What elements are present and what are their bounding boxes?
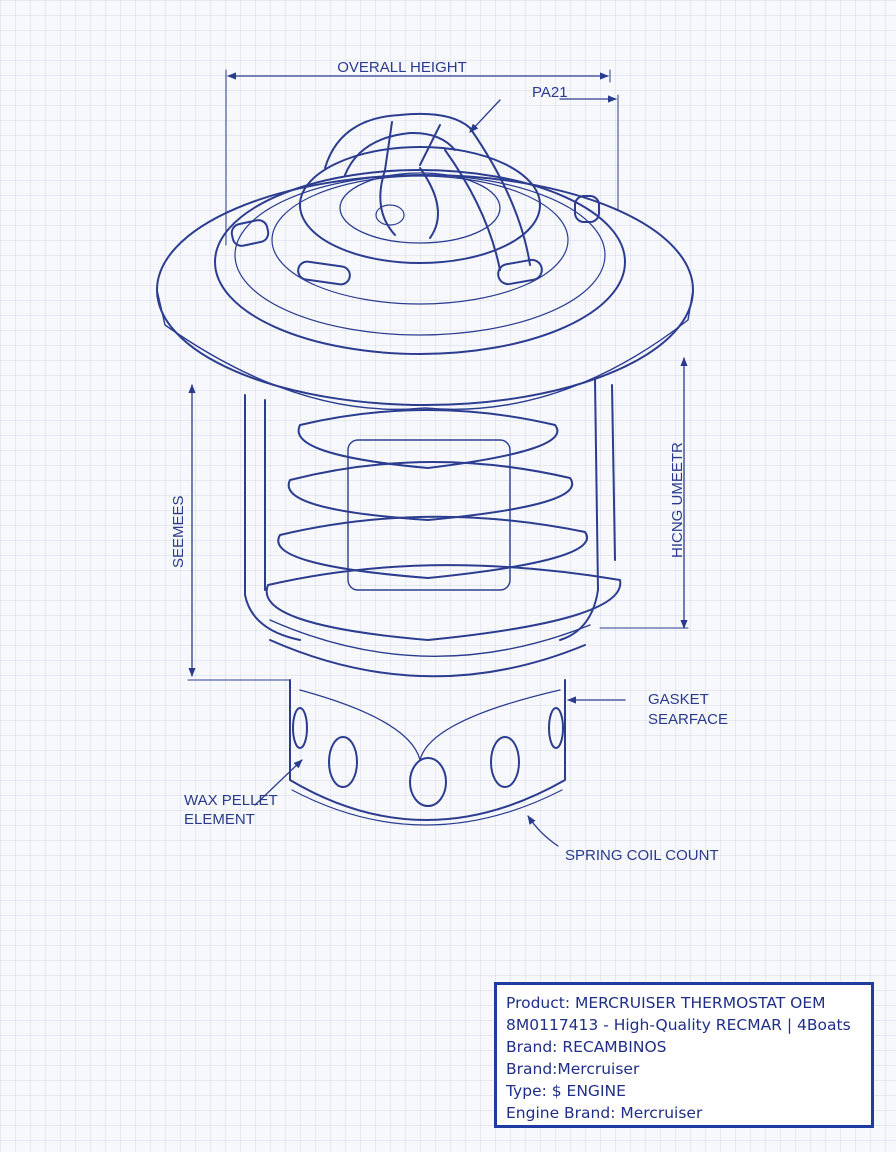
spring-cage (244, 379, 622, 678)
gasket-label-line1: GASKET (648, 691, 709, 708)
product-info-box: Product: MERCRUISER THERMOSTAT OEM 8M011… (494, 982, 874, 1128)
left-dimension-label: SEEMEES (170, 495, 187, 568)
product-info-line-part-number: 8M0117413 - High-Quality RECMAR | 4Boats (506, 1016, 851, 1034)
wax-pellet-label-line1: WAX PELLET (184, 792, 278, 809)
thermostat-flange (156, 146, 694, 411)
product-info-line-engine-brand: Engine Brand: Mercruiser (506, 1104, 703, 1122)
wax-pellet-label-line2: ELEMENT (184, 811, 255, 828)
thermostat-sleeve (289, 679, 566, 826)
gasket-label-line2: SEARFACE (648, 711, 728, 728)
product-info-line-brand-2: Brand:Mercruiser (506, 1060, 640, 1078)
product-info-line-product: Product: MERCRUISER THERMOSTAT OEM (506, 994, 826, 1012)
thermostat-bridge (324, 112, 531, 271)
part-code-label: PA21 (532, 84, 568, 101)
dimension-lines (187, 69, 689, 847)
spring-coil-label: SPRING COIL COUNT (565, 847, 719, 864)
product-info-line-brand: Brand: RECAMBINOS (506, 1038, 667, 1056)
product-info-line-type: Type: $ ENGINE (506, 1082, 626, 1100)
overall-height-label: OVERALL HEIGHT (337, 59, 466, 76)
right-dimension-label: HICNG UMEETR (669, 442, 686, 558)
